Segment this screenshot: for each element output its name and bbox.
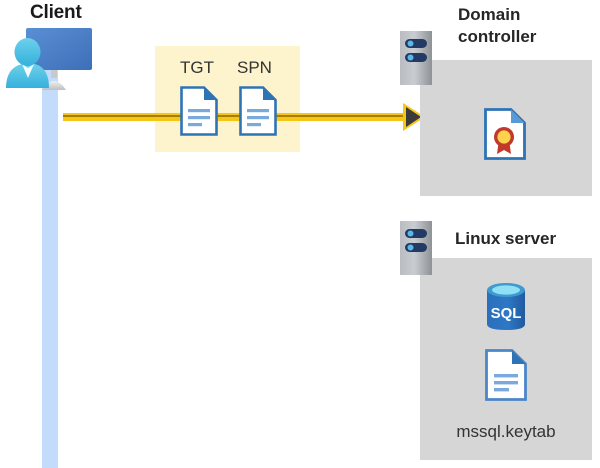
domain-controller-title: Domain controller — [458, 5, 537, 46]
document-icon — [239, 86, 277, 136]
server-rack-icon — [400, 31, 432, 85]
spn-label: SPN — [237, 58, 272, 77]
linux-server-title: Linux server — [455, 229, 557, 248]
keytab-filename-label: mssql.keytab — [456, 422, 556, 441]
sql-database-icon: SQL — [484, 282, 528, 332]
user-monitor-icon — [2, 26, 98, 94]
certificate-document-icon — [484, 108, 526, 160]
flow-arrow-segment-right — [223, 113, 408, 121]
server-rack-icon — [400, 221, 432, 275]
tgt-label: TGT — [180, 58, 214, 77]
token-highlight-box — [155, 46, 300, 152]
svg-text:SQL: SQL — [491, 305, 522, 322]
client-label: Client — [30, 2, 82, 23]
client-lifeline — [42, 62, 58, 468]
flow-arrow-segment-left — [63, 113, 223, 121]
document-icon — [485, 349, 527, 401]
document-icon — [180, 86, 218, 136]
right-arrow-inner-icon — [406, 107, 421, 127]
